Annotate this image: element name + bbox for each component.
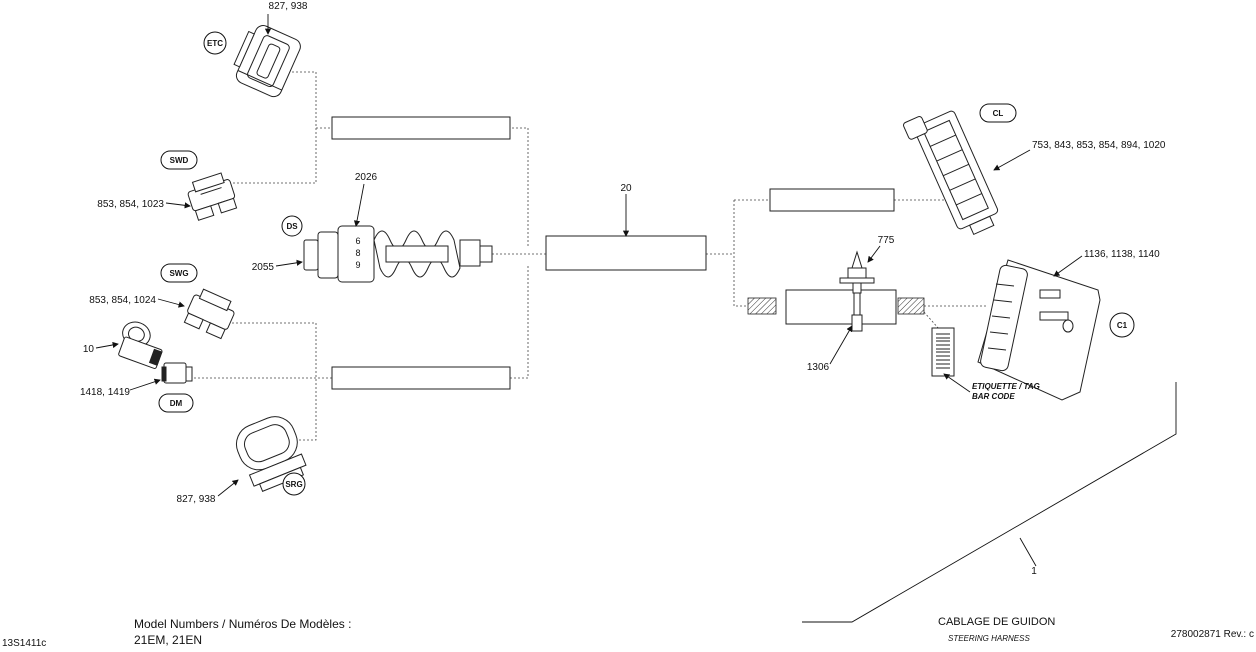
callout-ds-2026: 2026 — [355, 172, 378, 183]
etc-connector-icon — [233, 25, 301, 98]
upper-trunk-box — [331, 116, 511, 140]
callout-c1: 1136, 1138, 1140 — [1084, 249, 1160, 260]
callout-fuse: 775 — [878, 235, 895, 246]
callout-harness: 1 — [1031, 566, 1037, 577]
footer-model-heading: Model Numbers / Numéros De Modèles : — [134, 617, 352, 631]
tag-c1: C1 — [1109, 312, 1135, 338]
wire-dm — [190, 264, 529, 379]
barcode-tag-icon — [931, 327, 955, 377]
harness-bracket — [802, 382, 1177, 623]
clip-icon — [118, 321, 163, 369]
leader-fuse — [867, 245, 881, 263]
wire-etc — [232, 71, 317, 184]
callout-labels: 827, 938 853, 854, 1023 2026 2055 853, 8… — [80, 1, 1166, 577]
lower-trunk-box — [331, 366, 511, 390]
tag-etc: ETC — [203, 31, 227, 55]
leader-swg — [157, 298, 185, 308]
callout-main: 20 — [620, 183, 632, 194]
callout-10: 10 — [83, 344, 95, 355]
leader-srg — [217, 479, 239, 497]
cl-branch-box — [769, 188, 895, 212]
footer-title-en: STEERING HARNESS — [948, 634, 1030, 643]
footer-code-left: 13S1411c — [2, 638, 47, 649]
swd-connector-icon — [187, 172, 238, 221]
fuse-icon — [839, 250, 875, 332]
leader-barcode — [943, 373, 971, 393]
leader-swd — [165, 202, 191, 209]
ds-sensor-icon — [303, 225, 493, 283]
ds-digits: 6 8 9 — [355, 236, 360, 270]
footer-title-fr: CABLAGE DE GUIDON — [938, 616, 1056, 628]
barcode-label-line1: ETIQUETTE / TAG — [972, 382, 1040, 391]
tag-dm: DM — [158, 393, 194, 413]
main-block-box — [545, 235, 707, 271]
leader-lines — [95, 14, 1177, 623]
callout-swd: 853, 854, 1023 — [97, 199, 164, 210]
callout-ds-2055: 2055 — [252, 262, 275, 273]
callout-etc: 827, 938 — [269, 1, 308, 12]
footer-model-values: 21EM, 21EN — [134, 633, 203, 647]
ds-digit: 9 — [355, 260, 360, 270]
callout-srg: 827, 938 — [177, 494, 216, 505]
tag-swg: SWG — [160, 263, 198, 283]
splice-box — [785, 289, 897, 325]
leader-10 — [95, 341, 119, 349]
hatch-right — [897, 297, 925, 315]
leader-cl — [993, 149, 1031, 171]
swg-connector-icon — [183, 288, 235, 340]
tag-srg: SRG — [282, 472, 306, 496]
barcode-label-line2: BAR CODE — [972, 392, 1015, 401]
svg-text:SWD: SWD — [170, 156, 189, 165]
connector-tags: ETC SWD DS SWG DM SRG CL C1 — [158, 31, 1135, 496]
callout-dm: 1418, 1419 — [80, 387, 130, 398]
svg-text:CL: CL — [993, 109, 1004, 118]
wire-upper-trunk — [316, 127, 529, 246]
callout-swg: 853, 854, 1024 — [89, 295, 156, 306]
tag-swd: SWD — [160, 150, 198, 170]
svg-text:C1: C1 — [1117, 321, 1128, 330]
leader-harness — [1019, 537, 1037, 567]
callout-cl: 753, 843, 853, 854, 894, 1020 — [1032, 140, 1166, 151]
svg-text:ETC: ETC — [207, 39, 223, 48]
leader-c1 — [1053, 255, 1083, 277]
cl-connector-icon — [903, 110, 999, 236]
leader-ds-2026 — [353, 183, 365, 227]
callout-splice: 1306 — [807, 362, 830, 373]
tag-ds: DS — [281, 215, 303, 237]
ds-digit: 8 — [355, 248, 360, 258]
hatch-left — [747, 297, 777, 315]
svg-text:SWG: SWG — [169, 269, 188, 278]
leader-ds-2055 — [275, 259, 303, 267]
footer-doc-rev: 278002871 Rev.: c — [1170, 629, 1254, 640]
svg-text:DS: DS — [286, 222, 298, 231]
wire-cl-drop — [733, 200, 748, 307]
ds-digit: 6 — [355, 236, 360, 246]
tag-cl: CL — [979, 103, 1017, 123]
wire-swg — [232, 322, 317, 441]
svg-text:DM: DM — [170, 399, 183, 408]
wire-barcode — [923, 311, 941, 331]
svg-text:SRG: SRG — [285, 480, 302, 489]
leader-dm — [129, 378, 161, 391]
leader-splice — [829, 325, 853, 365]
c1-connector-icon — [977, 259, 1101, 401]
dm-connector-icon — [161, 362, 193, 384]
